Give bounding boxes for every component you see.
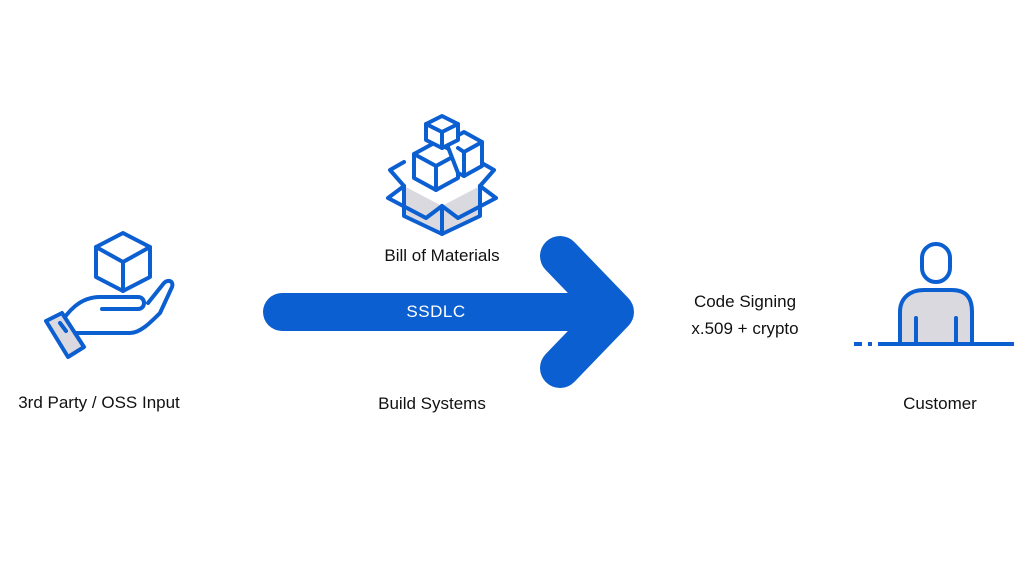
hand-holding-cube-icon <box>44 231 175 359</box>
bom-label: Bill of Materials <box>384 246 500 265</box>
crypto-label: x.509 + crypto <box>691 319 799 338</box>
boxes-in-open-box-icon <box>386 114 498 236</box>
ssdlc-label: SSDLC <box>406 302 466 321</box>
build-systems-label: Build Systems <box>378 394 486 413</box>
customer-label: Customer <box>903 394 977 413</box>
person-icon <box>854 242 1014 346</box>
input-label: 3rd Party / OSS Input <box>18 393 180 412</box>
code-signing-label: Code Signing <box>693 292 797 311</box>
